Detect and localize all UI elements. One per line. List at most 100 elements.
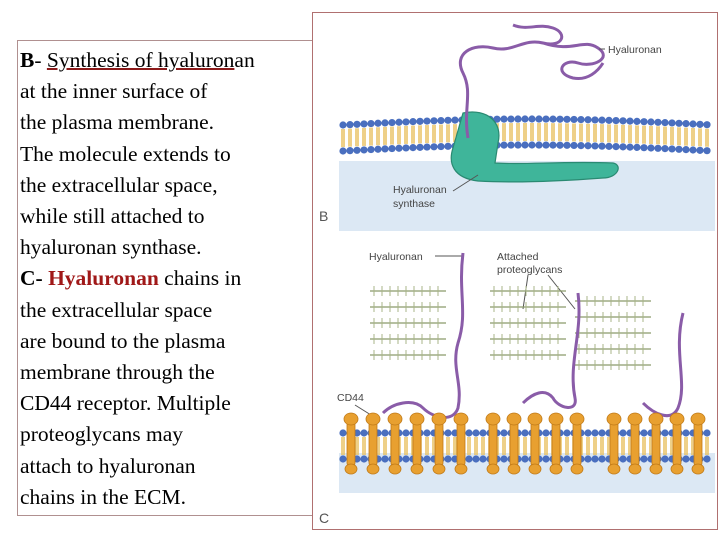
label-attached-line2: proteoglycans bbox=[497, 264, 562, 276]
cd44-tail bbox=[344, 463, 358, 475]
lipid-head bbox=[626, 117, 634, 125]
caption-line: attach to hyaluronan bbox=[20, 453, 196, 478]
b-dash: - bbox=[34, 48, 47, 72]
lipid-head bbox=[563, 115, 571, 123]
hyaluronan-synthase bbox=[450, 111, 619, 183]
cd44-tail bbox=[549, 463, 563, 475]
lipid-head bbox=[696, 120, 704, 128]
cd44-head bbox=[409, 412, 425, 426]
cd44-head bbox=[431, 412, 447, 426]
lipid-head bbox=[472, 455, 480, 463]
caption-line: the extracellular space, bbox=[20, 172, 218, 197]
cd44-tail bbox=[670, 463, 684, 475]
lipid-head bbox=[542, 455, 550, 463]
lipid-head bbox=[374, 119, 382, 127]
lipid-head bbox=[423, 143, 431, 151]
lipid-head bbox=[367, 119, 375, 128]
cd44-tail bbox=[454, 463, 468, 475]
caption-line: the plasma membrane. bbox=[20, 110, 215, 135]
lipid-head bbox=[409, 144, 417, 152]
label-attached-line1: Attached bbox=[497, 251, 539, 263]
lipid-head bbox=[430, 143, 438, 151]
lipid-head bbox=[563, 141, 571, 149]
cd44-receptors bbox=[343, 412, 706, 475]
lipid-head bbox=[395, 118, 403, 126]
c-prefix: C- bbox=[20, 266, 49, 291]
lipid-head bbox=[339, 455, 347, 463]
cd44-head bbox=[627, 412, 643, 426]
cd44-tail bbox=[570, 463, 584, 475]
leader-line bbox=[452, 174, 479, 192]
lipid-head bbox=[570, 141, 578, 150]
lipid-head bbox=[416, 117, 424, 125]
lipid-head bbox=[381, 119, 389, 127]
cd44-head bbox=[527, 412, 543, 426]
lipid-head bbox=[668, 145, 676, 153]
lipid-head bbox=[633, 117, 641, 125]
lipid-head bbox=[570, 115, 578, 124]
lipid-head bbox=[626, 143, 634, 151]
b-prefix: B bbox=[20, 48, 35, 72]
lipid-head bbox=[493, 115, 501, 123]
cd44-tail bbox=[649, 463, 663, 475]
c-rest: chains in bbox=[158, 266, 242, 291]
lipid-head bbox=[346, 147, 354, 155]
lipid-head bbox=[360, 146, 368, 154]
cd44-head bbox=[690, 412, 706, 426]
lipid-head bbox=[381, 455, 389, 463]
lipid-head bbox=[444, 429, 452, 437]
label-cd44: CD44 bbox=[337, 392, 364, 404]
caption-line: membrane through the bbox=[20, 360, 215, 385]
lipid-head bbox=[339, 147, 347, 155]
b-title: Synthesis of hyaluron bbox=[46, 48, 235, 72]
lipid-head bbox=[444, 116, 452, 124]
lipid-head bbox=[423, 117, 431, 125]
cd44-head bbox=[648, 412, 664, 426]
lipid-head bbox=[640, 429, 648, 437]
panel-label-c: C bbox=[319, 510, 329, 526]
lipid-head bbox=[619, 455, 627, 463]
hyaluronan-chain-c3 bbox=[641, 312, 685, 418]
lipid-head bbox=[696, 146, 704, 154]
cd44-head bbox=[343, 412, 359, 426]
lipid-head bbox=[584, 116, 592, 124]
lipid-head bbox=[500, 115, 508, 123]
lipid-head bbox=[479, 429, 487, 437]
lipid-head bbox=[682, 455, 690, 463]
lipid-head bbox=[360, 429, 368, 437]
lipid-head bbox=[703, 455, 711, 463]
lipid-head bbox=[703, 121, 711, 129]
cd44-tail bbox=[507, 463, 521, 475]
caption-text-box: B- Synthesis of hyaluronan at the inner … bbox=[17, 40, 317, 516]
cd44-head bbox=[669, 412, 685, 426]
caption-line: proteoglycans may bbox=[20, 422, 183, 447]
lipid-head bbox=[402, 118, 410, 126]
lipid-head bbox=[647, 118, 655, 126]
lipid-head bbox=[661, 145, 669, 153]
lipid-head bbox=[514, 141, 522, 149]
lipid-head bbox=[612, 142, 620, 151]
lipid-head bbox=[703, 429, 711, 437]
lipid-head bbox=[521, 455, 529, 463]
lipid-head bbox=[507, 115, 515, 123]
label-hyaluronan-c: Hyaluronan bbox=[369, 251, 423, 263]
lipid-head bbox=[633, 143, 641, 151]
caption-line-c-title: C- Hyaluronan chains in bbox=[20, 263, 316, 294]
figure-illustration: Hyaluronan Hyaluronan synthase B Hyaluro… bbox=[319, 23, 715, 526]
lipid-head bbox=[598, 116, 606, 124]
lipid-head bbox=[591, 429, 599, 437]
lipid-head bbox=[654, 144, 662, 152]
cd44-head bbox=[606, 412, 622, 426]
lipid-head bbox=[388, 144, 396, 153]
lipid-head bbox=[584, 455, 592, 463]
caption-line: the extracellular space bbox=[20, 297, 213, 322]
cd44-head bbox=[569, 412, 585, 426]
cd44-head bbox=[387, 412, 403, 426]
lipid-head bbox=[577, 115, 585, 124]
cd44-tail bbox=[486, 463, 500, 475]
lipid-head bbox=[682, 120, 690, 128]
lipid-head bbox=[402, 455, 410, 463]
caption-line: chains in the ECM. bbox=[20, 484, 187, 509]
lipid-head bbox=[402, 144, 410, 152]
caption-line: are bound to the plasma bbox=[20, 328, 226, 353]
